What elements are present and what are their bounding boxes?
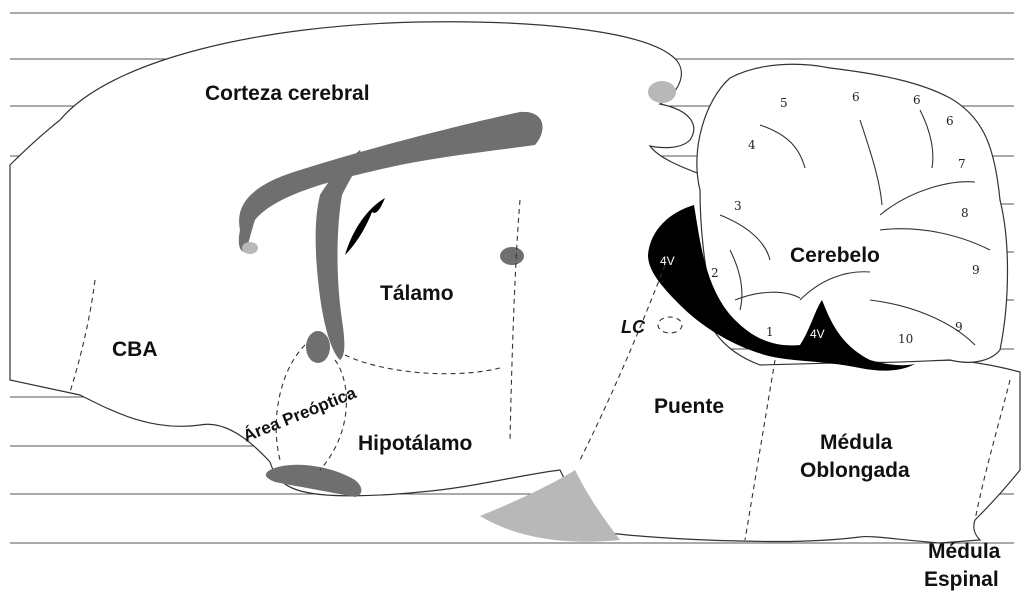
- label-cba: CBA: [112, 338, 158, 361]
- anterior-commissure: [306, 331, 330, 363]
- lobule-number: 4: [748, 138, 756, 152]
- lobule-number: 9: [972, 263, 980, 277]
- lobule-number: 6: [852, 90, 860, 104]
- label-cerebellum: Cerebelo: [790, 244, 880, 267]
- label-spinal-line1: Médula: [928, 540, 1001, 563]
- small-gray-nucleus: [242, 242, 258, 254]
- pineal-body: [648, 81, 676, 103]
- label-spinal-line2: Espinal: [924, 568, 999, 591]
- lobule-number: 10: [898, 332, 913, 346]
- label-hypothalamus: Hipotálamo: [358, 432, 472, 455]
- lobule-number: 5: [780, 96, 788, 110]
- label-medulla-line2: Oblongada: [800, 459, 910, 482]
- label-pons: Puente: [654, 395, 724, 418]
- lobule-number: 8: [961, 206, 969, 220]
- lobule-number: 9: [955, 320, 963, 334]
- label-fourth-ventricle-lower: 4V: [810, 327, 825, 341]
- label-lc: LC: [621, 317, 646, 337]
- label-medulla-line1: Médula: [820, 431, 893, 454]
- mammillary-nucleus: [500, 247, 524, 265]
- lobule-number: 1: [766, 325, 774, 339]
- label-cortex: Corteza cerebral: [205, 82, 370, 105]
- lobule-number: 2: [711, 266, 719, 280]
- lobule-number: 3: [734, 199, 742, 213]
- label-third-ventricle: 3V: [351, 208, 366, 222]
- lobule-number: 6: [946, 114, 954, 128]
- label-thalamus: Tálamo: [380, 282, 454, 305]
- lobule-number: 7: [958, 157, 966, 171]
- label-fourth-ventricle-upper: 4V: [660, 254, 675, 268]
- lobule-number: 6: [913, 93, 921, 107]
